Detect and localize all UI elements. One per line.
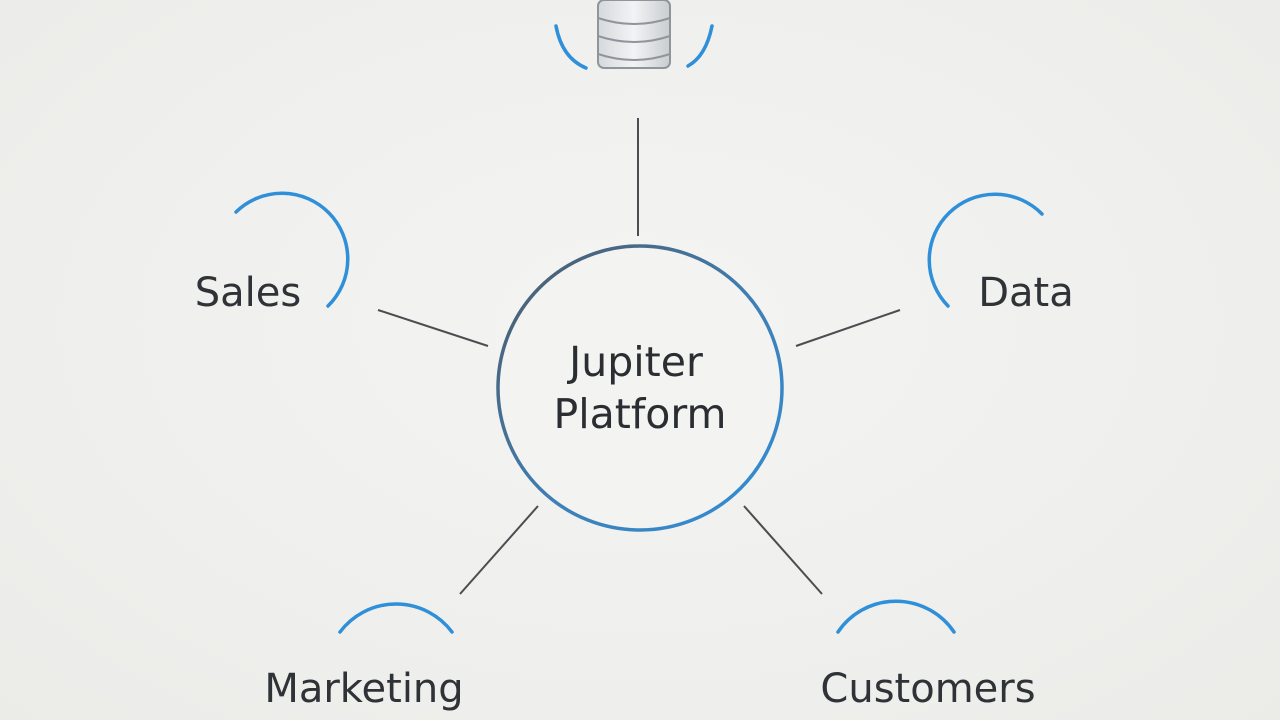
customers-accent-arc bbox=[836, 599, 956, 634]
node-label-customers: Customers bbox=[820, 666, 1035, 712]
node-customers: Customers bbox=[820, 599, 1036, 712]
connector-sales bbox=[377, 309, 489, 347]
sales-accent-arc bbox=[234, 191, 350, 308]
node-sales: Sales bbox=[195, 191, 350, 316]
connector-customers bbox=[743, 505, 823, 595]
node-marketing: Marketing bbox=[264, 602, 464, 712]
hub-ring bbox=[496, 244, 784, 532]
top-database-node bbox=[554, 0, 714, 70]
connector-data bbox=[795, 309, 901, 347]
node-label-marketing: Marketing bbox=[264, 666, 463, 712]
data-accent-arc bbox=[927, 192, 1044, 308]
hub-title-line1: Jupiter bbox=[566, 338, 703, 386]
marketing-accent-arc bbox=[338, 602, 454, 634]
database-icon bbox=[597, 0, 671, 69]
top-node-accent-arc-right bbox=[686, 24, 714, 68]
top-node-accent-arc-left bbox=[554, 24, 588, 70]
node-label-data: Data bbox=[978, 270, 1074, 316]
hub-node: Jupiter Platform bbox=[496, 244, 784, 532]
node-data: Data bbox=[927, 192, 1074, 316]
connector-marketing bbox=[459, 505, 539, 595]
node-label-sales: Sales bbox=[195, 270, 301, 316]
hub-title-line2: Platform bbox=[554, 390, 727, 438]
